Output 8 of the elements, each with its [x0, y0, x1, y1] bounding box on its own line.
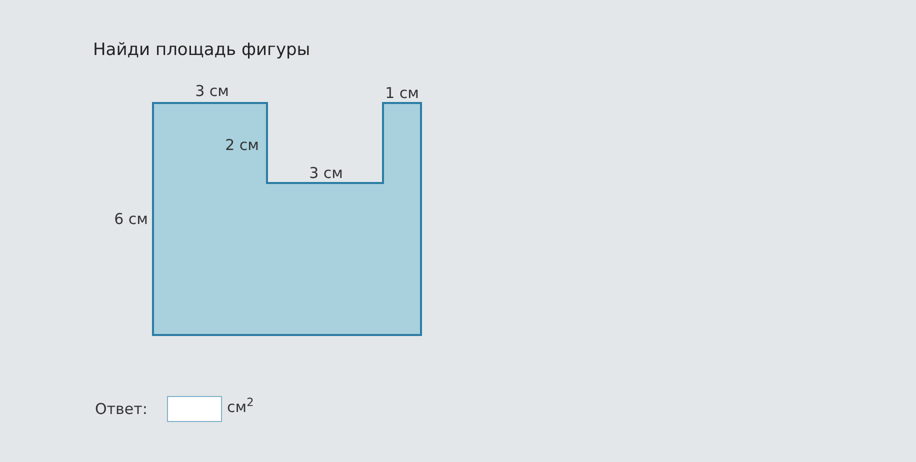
dimension-label: 3 см — [308, 163, 344, 184]
unit-label: см$^{2}$ — [227, 396, 255, 418]
answer-label: Ответ: — [95, 399, 148, 420]
dimension-label: 6 см — [113, 209, 148, 230]
dimension-label: 2 см — [224, 135, 260, 156]
task-title: Найди площадь фигуры — [93, 39, 310, 62]
dimension-label: 1 см — [384, 83, 420, 104]
dimension-label: 3 см — [194, 81, 230, 102]
